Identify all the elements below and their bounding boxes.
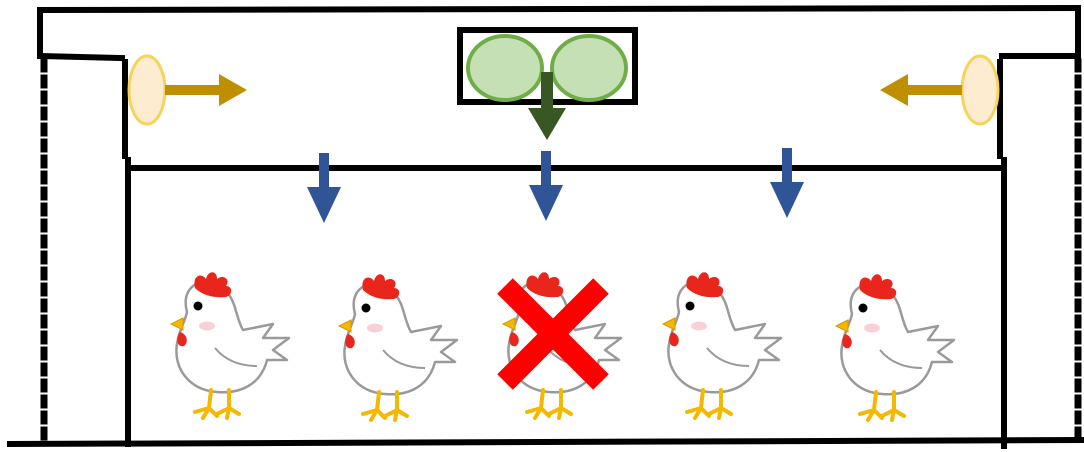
heat-arrow-icon: [165, 74, 247, 106]
chicken-row: [169, 272, 956, 422]
chicken-icon: [661, 272, 783, 420]
fan-icon-right: [550, 34, 628, 102]
down-arrow-icon: [307, 153, 341, 223]
roof-left-eave: [36, 52, 126, 62]
heat-lamps: [127, 54, 1000, 126]
lamp-icon: [960, 54, 1000, 126]
chicken-icon: [834, 274, 956, 422]
heat-arrow-icon: [880, 74, 962, 106]
fan-airflow-arrow-icon: [528, 72, 566, 140]
chicken-icon: [169, 272, 291, 420]
airflow-arrows: [307, 148, 804, 223]
down-arrow-icon: [770, 148, 804, 218]
down-arrow-icon: [529, 151, 563, 221]
cross-mark-icon: [497, 278, 609, 390]
floor-line: [6, 436, 1084, 448]
ventilation-fan: [466, 34, 628, 140]
roof-top-line: [36, 4, 1082, 14]
lamp-icon: [127, 54, 167, 126]
fan-icon-left: [466, 34, 544, 102]
chicken-icon: [337, 274, 459, 422]
